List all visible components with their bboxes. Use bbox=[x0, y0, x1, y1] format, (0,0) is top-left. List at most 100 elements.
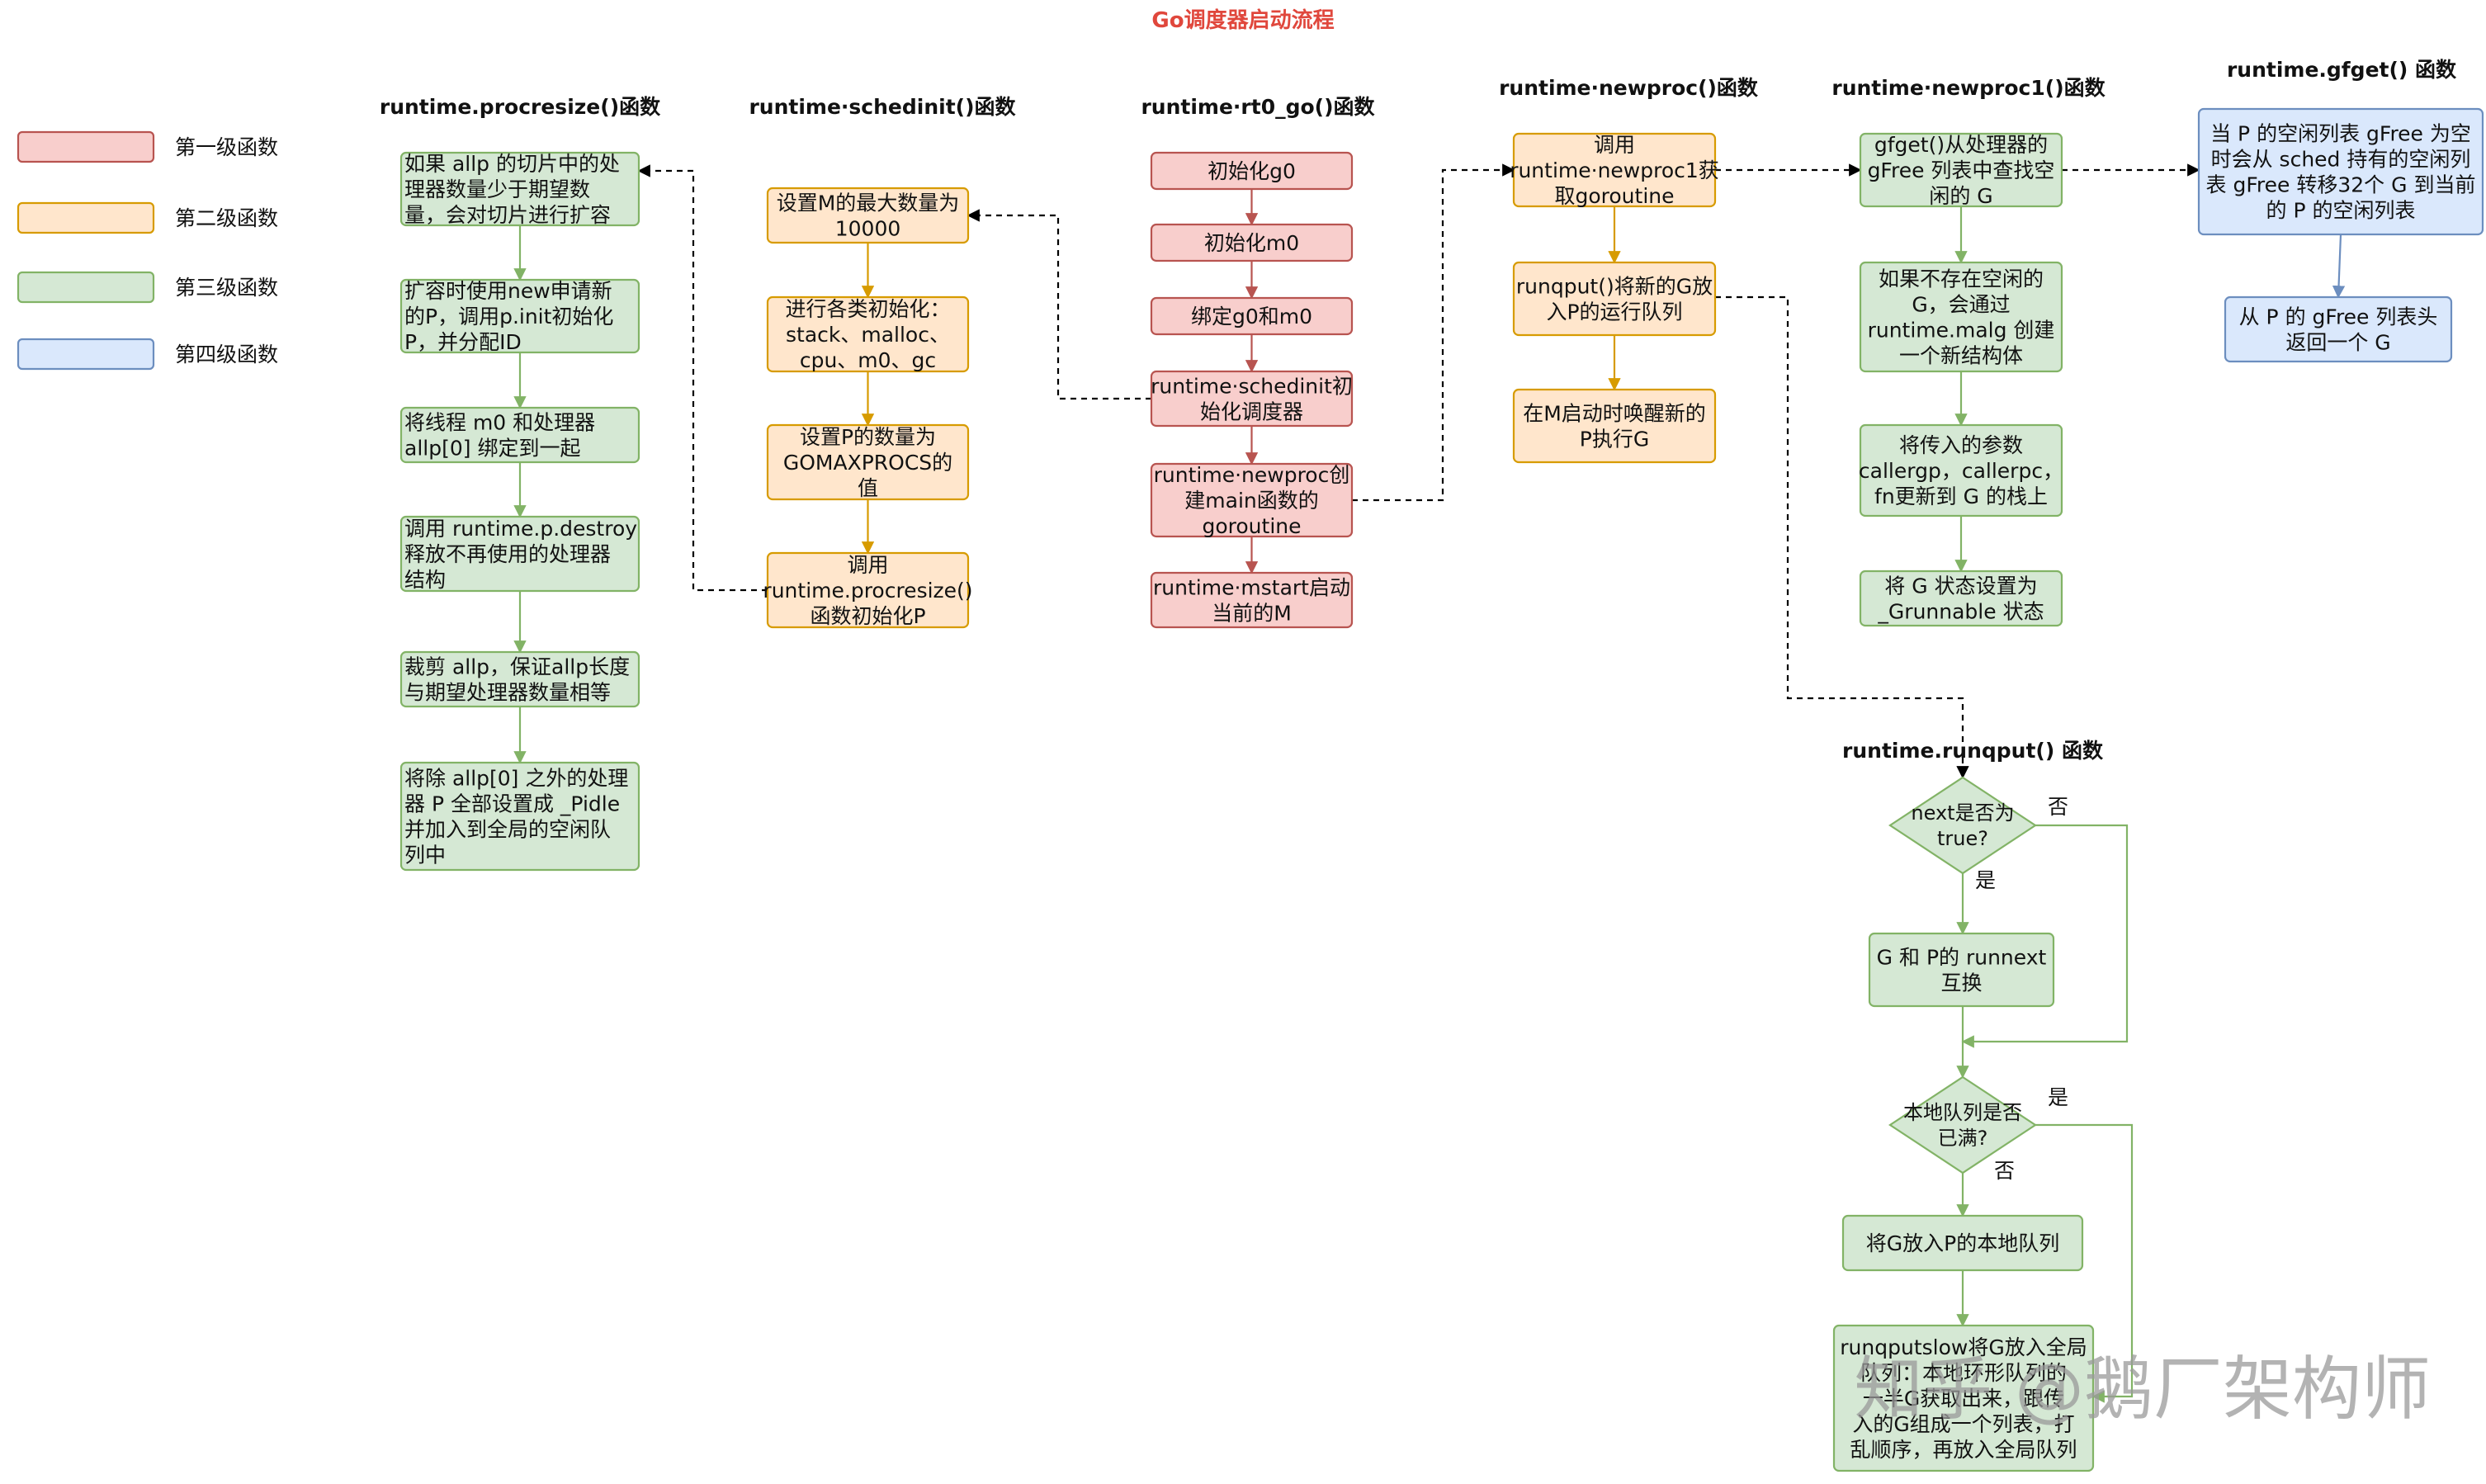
node-rt3 bbox=[1150, 296, 1354, 336]
text-line: GOMAXPROCS的 bbox=[783, 451, 952, 475]
node-text-pr1: 如果 allp 的切片中的处理器数量少于期望数量，会对切片进行扩容 bbox=[404, 152, 620, 227]
diagram-title: Go调度器启动流程 bbox=[1151, 7, 1334, 33]
legend-label-level2: 第二级函数 bbox=[175, 206, 278, 230]
text-line: 已满? bbox=[1938, 1127, 1988, 1150]
text-line: 的 P 的空闲列表 bbox=[2266, 199, 2416, 223]
text-line: gfget()从处理器的 bbox=[1874, 133, 2048, 157]
text-line: runtime·schedinit初 bbox=[1151, 375, 1353, 399]
header-gfget: runtime.gfget() 函数 bbox=[2227, 58, 2457, 82]
node-rq_b1 bbox=[1868, 932, 2055, 1008]
text-line: 始化调度器 bbox=[1200, 400, 1303, 424]
edges-layer bbox=[513, 163, 2346, 1403]
text-line: 列中 bbox=[404, 844, 446, 867]
node-si3 bbox=[766, 423, 970, 501]
node-si2 bbox=[766, 295, 970, 373]
text-line: 将 G 状态设置为 bbox=[1884, 574, 2037, 598]
header-rt0-go: runtime·rt0_go()函数 bbox=[1141, 95, 1375, 119]
text-line: _Grunnable 状态 bbox=[1877, 600, 2044, 624]
legend-swatch-level2 bbox=[17, 201, 155, 234]
text-line: next是否为 bbox=[1911, 801, 2014, 825]
text-line: 值 bbox=[858, 476, 878, 500]
edge-label-d1-no: 否 bbox=[2048, 795, 2068, 819]
text-line: 函数初始化P bbox=[810, 604, 925, 628]
node-n13 bbox=[1859, 423, 2063, 518]
text-line: 在M启动时唤醒新的 bbox=[1523, 402, 1706, 426]
node-np3 bbox=[1512, 388, 1717, 464]
header-newproc: runtime·newproc()函数 bbox=[1499, 76, 1759, 100]
text-line: P执行G bbox=[1580, 428, 1649, 451]
node-pr1 bbox=[399, 151, 640, 227]
header-runqput: runtime.runqput() 函数 bbox=[1842, 739, 2104, 763]
text-line: 并加入到全局的空闲队 bbox=[404, 818, 611, 842]
node-pr2 bbox=[399, 278, 640, 354]
text-line: P，并分配ID bbox=[404, 330, 522, 354]
node-si1 bbox=[766, 187, 970, 244]
node-text-gf1: 当 P 的空闲列表 gFree 为空时会从 sched 持有的空闲列表 gFre… bbox=[2206, 122, 2476, 223]
text-line: 结构 bbox=[404, 568, 446, 592]
text-line: 如果 allp 的切片中的处 bbox=[404, 152, 620, 176]
node-text-si2: 进行各类初始化：stack、malloc、cpu、m0、gc bbox=[785, 297, 950, 372]
text-line: runqput()将新的G放 bbox=[1516, 275, 1713, 299]
text-line: stack、malloc、 bbox=[786, 323, 950, 347]
text-line: 入的G组成一个列表，打 bbox=[1852, 1412, 2074, 1436]
node-pr3 bbox=[399, 406, 640, 464]
node-n12 bbox=[1859, 261, 2063, 373]
text-line: 本地队列是否 bbox=[1903, 1101, 2022, 1124]
text-line: 释放不再使用的处理器 bbox=[404, 542, 611, 566]
node-pr4 bbox=[399, 515, 640, 593]
header-schedinit: runtime·schedinit()函数 bbox=[749, 95, 1016, 119]
text-line: 裁剪 allp，保证allp长度 bbox=[404, 655, 630, 679]
text-line: 调用 bbox=[847, 553, 888, 577]
text-line: 设置P的数量为 bbox=[800, 425, 936, 449]
node-text-rq_b3: runqputslow将G放入全局队列：本地环形队列的一半G获取出来，跟传入的G… bbox=[1840, 1335, 2087, 1462]
node-text-np2: runqput()将新的G放入P的运行队列 bbox=[1516, 275, 1713, 324]
text-line: 初始化g0 bbox=[1208, 159, 1296, 183]
legend-swatch-level4 bbox=[17, 338, 155, 371]
decision-rq_d2 bbox=[1888, 1075, 2037, 1174]
edge-label-d2-no: 否 bbox=[1994, 1159, 2015, 1183]
text-line: goroutine bbox=[1202, 514, 1301, 538]
text-line: allp[0] 绑定到一起 bbox=[404, 437, 580, 461]
node-text-n14: 将 G 状态设置为_Grunnable 状态 bbox=[1877, 574, 2044, 624]
node-rt1 bbox=[1150, 151, 1354, 191]
text-line: 从 P 的 gFree 列表头 bbox=[2239, 305, 2438, 329]
text-line: 取goroutine bbox=[1554, 184, 1674, 208]
edge-d1-no bbox=[1961, 824, 2129, 1048]
text-line: 一半G获取出来，跟传 bbox=[1863, 1387, 2064, 1411]
header-newproc1: runtime·newproc1()函数 bbox=[1831, 76, 2106, 100]
text-line: 与期望处理器数量相等 bbox=[404, 681, 611, 705]
text-line: 10000 bbox=[835, 217, 901, 241]
text-line: true? bbox=[1937, 827, 1988, 850]
text-line: 乱顺序，再放入全局队列 bbox=[1850, 1438, 2077, 1462]
legend-swatch-level3 bbox=[17, 271, 155, 304]
node-rt2 bbox=[1150, 223, 1354, 262]
text-line: runqputslow将G放入全局 bbox=[1840, 1335, 2087, 1359]
text-line: 进行各类初始化： bbox=[785, 297, 950, 321]
nodes-layer bbox=[17, 107, 2484, 1472]
legend-label-level3: 第三级函数 bbox=[175, 276, 278, 300]
text-layer: Go调度器启动流程第一级函数第二级函数第三级函数第四级函数runtime.pro… bbox=[175, 7, 2475, 1462]
text-line: 调用 bbox=[1594, 133, 1635, 157]
text-line: callergp，callerpc， bbox=[1859, 459, 2063, 483]
node-gf1 bbox=[2197, 107, 2484, 236]
edge-gf1-gf2 bbox=[2332, 234, 2346, 299]
text-line: 队列：本地环形队列的 bbox=[1860, 1361, 2067, 1385]
node-pr5 bbox=[399, 650, 640, 708]
text-line: 将传入的参数 bbox=[1899, 433, 2023, 457]
node-text-gf2: 从 P 的 gFree 列表头返回一个 G bbox=[2239, 305, 2438, 355]
text-line: 互换 bbox=[1940, 971, 1982, 995]
edge-d2-yes bbox=[2035, 1123, 2134, 1403]
legend-swatch-level1 bbox=[17, 130, 155, 163]
legend-label-level4: 第四级函数 bbox=[175, 343, 278, 366]
text-line: 扩容时使用new申请新 bbox=[404, 279, 612, 303]
